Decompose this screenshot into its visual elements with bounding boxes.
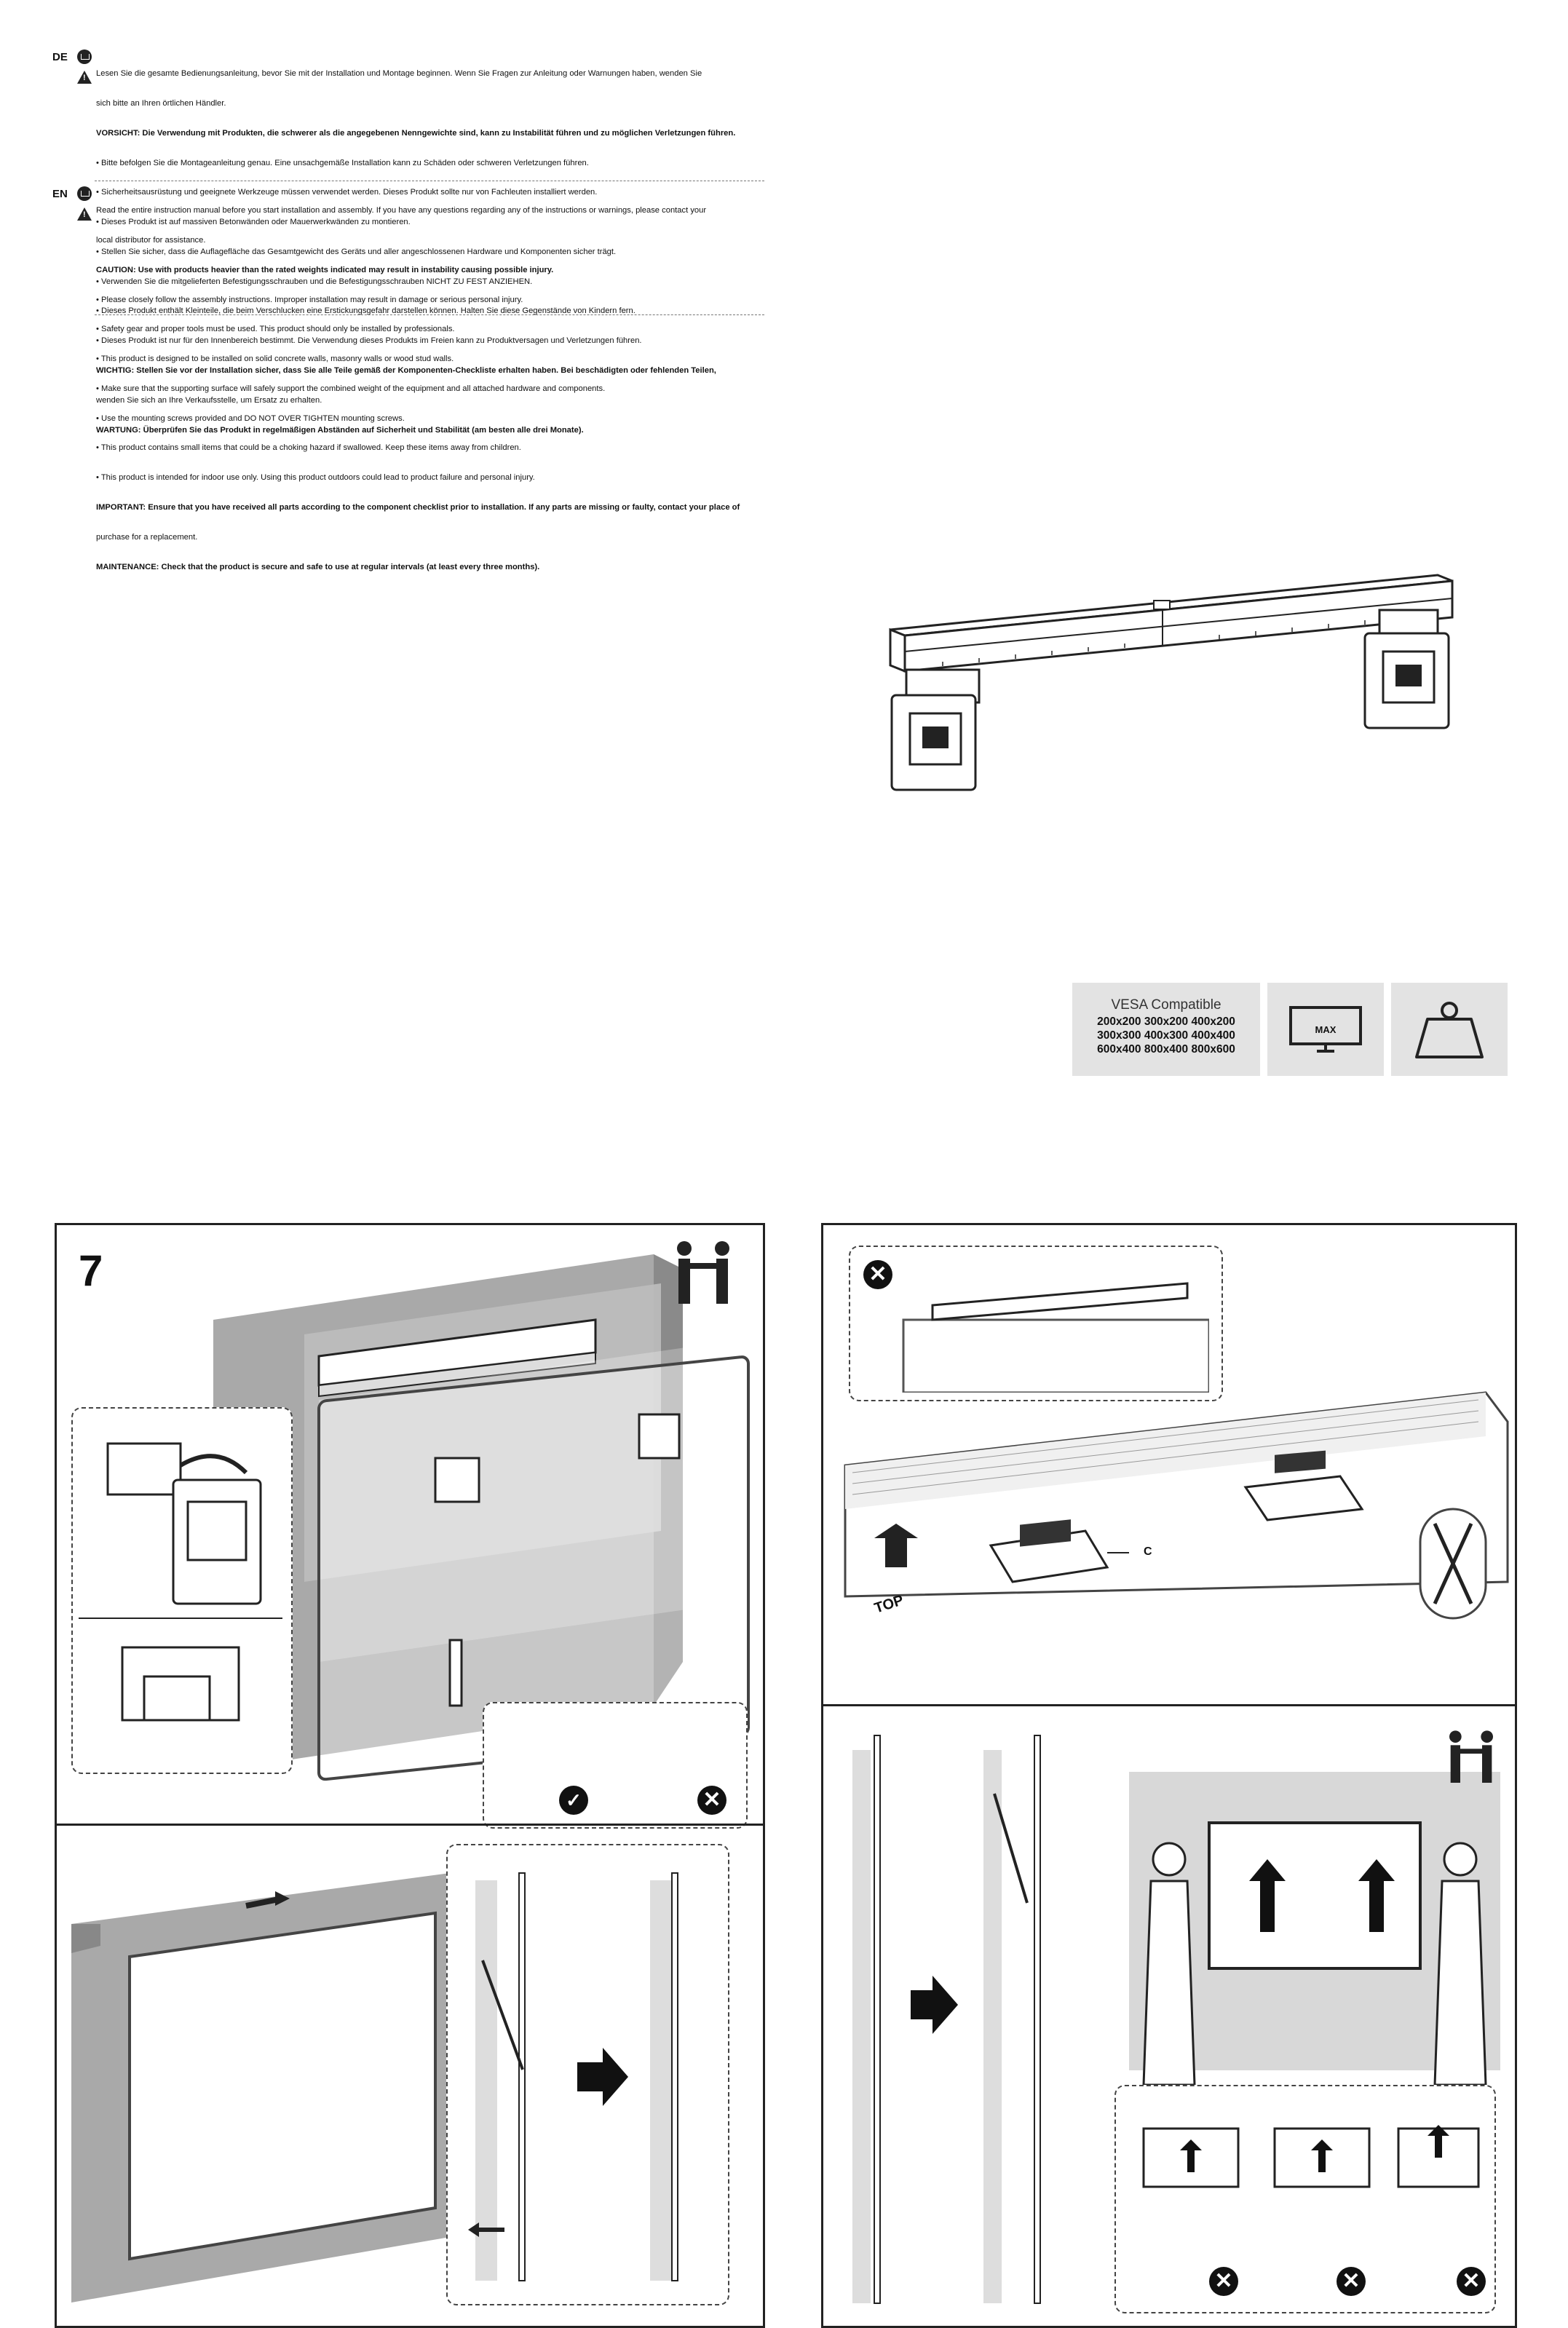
vesa-size-row: 600x400 800x400 800x600	[1097, 1043, 1235, 1056]
text-line: sich bitte an Ihren örtlichen Händler.	[96, 98, 226, 108]
panel-divider	[57, 1824, 763, 1826]
text-line: wenden Sie sich an Ihre Verkaufsstelle, …	[96, 395, 322, 405]
two-person-lift-illustration	[1142, 1821, 1487, 2085]
divider	[95, 314, 764, 315]
warnings-de-text: Lesen Sie die gesamte Bedienungsanleitun…	[96, 50, 795, 455]
tv-on-wall-scene	[71, 1873, 450, 2303]
wrong-cross-icon: ✕	[1457, 2267, 1486, 2296]
lift-tv-panel: ✕ ✕ ✕	[821, 1704, 1517, 2328]
text-line: Read the entire instruction manual befor…	[96, 206, 707, 215]
warning-icon	[77, 207, 92, 221]
wrong-orientation-bar	[902, 1282, 1209, 1393]
warnings-en-text: Read the entire instruction manual befor…	[96, 186, 795, 592]
tv-back-scene	[844, 1391, 1509, 1620]
text-line: • Verwenden Sie die mitgelieferten Befes…	[96, 277, 533, 286]
weight-icon	[1415, 1002, 1484, 1058]
text-line: • Dieses Produkt ist nur für den Innenbe…	[96, 336, 642, 346]
text-line: • This product is intended for indoor us…	[96, 473, 535, 483]
text-line: • Use the mounting screws provided and D…	[96, 413, 405, 423]
text-line: • Dieses Produkt ist auf massiven Betonw…	[96, 218, 411, 227]
text-line: Lesen Sie die gesamte Bedienungsanleitun…	[96, 69, 702, 79]
vesa-badge: VESA Compatible 200x200 300x200 400x200 …	[1072, 983, 1260, 1076]
vesa-sizes: 200x200 300x200 400x200 300x300 400x300 …	[1072, 1015, 1260, 1056]
lang-code-en: EN	[52, 188, 68, 200]
text-line: • Dieses Produkt enthält Kleinteile, die…	[96, 306, 635, 316]
text-line: • Safety gear and proper tools must be u…	[96, 325, 455, 334]
text-line: • Bitte befolgen Sie die Montageanleitun…	[96, 158, 589, 167]
max-label: MAX	[1315, 1024, 1337, 1035]
two-person-icon	[677, 1241, 729, 1304]
wrong-lift-examples	[1142, 2125, 1480, 2188]
text-line: WICHTIG: Stellen Sie vor der Installatio…	[96, 366, 716, 375]
text-line: local distributor for assistance.	[96, 235, 206, 245]
text-line: • Make sure that the supporting surface …	[96, 384, 606, 393]
warnings-en: EN Read the entire instruction manual be…	[52, 186, 766, 571]
step-number: 7	[79, 1246, 103, 1295]
two-person-icon	[1449, 1730, 1493, 1783]
text-line: • Sicherheitsausrüstung und geeignete We…	[96, 188, 598, 197]
warning-icon	[77, 71, 92, 84]
side-view-before-after	[852, 1735, 1041, 2304]
wall-mount-bracket-illustration	[889, 574, 1454, 791]
vesa-size-row: 200x200 300x200 400x200	[1097, 1015, 1235, 1028]
wrong-cross-icon: ✕	[863, 1260, 892, 1289]
text-line: WARTUNG: Überprüfen Sie das Produkt in r…	[96, 425, 584, 435]
read-manual-icon	[77, 186, 92, 201]
correct-check-icon: ✓	[559, 1786, 588, 1815]
tv-max-icon	[1289, 1006, 1362, 1053]
step-7-panel: 7 ✓ ✕	[55, 1223, 765, 2328]
wall-mount-scene	[213, 1254, 763, 1781]
max-weight-badge	[1391, 983, 1508, 1076]
wrong-cross-icon: ✕	[1209, 2267, 1238, 2296]
vesa-size-row: 300x300 400x300 400x400	[1097, 1029, 1235, 1042]
text-line: • Please closely follow the assembly ins…	[96, 295, 523, 304]
warnings-de: DE Lesen Sie die gesamte Bedienungsanlei…	[52, 50, 766, 435]
text-line: VORSICHT: Die Verwendung mit Produkten, …	[96, 128, 736, 138]
part-label-c: C	[1144, 1545, 1152, 1558]
max-screen-badge: MAX	[1267, 983, 1384, 1076]
wrong-lift-inset	[1114, 2085, 1496, 2313]
wrong-cross-icon: ✕	[1337, 2267, 1366, 2296]
bracket-hook-detail	[79, 1442, 282, 1722]
text-line: • This product is designed to be install…	[96, 355, 454, 364]
side-view-mounting	[468, 1872, 678, 2281]
text-line: purchase for a replacement.	[96, 532, 198, 542]
vesa-title: VESA Compatible	[1111, 997, 1221, 1013]
text-line: • This product contains small items that…	[96, 443, 521, 453]
text-line: IMPORTANT: Ensure that you have received…	[96, 503, 740, 512]
text-line: CAUTION: Use with products heavier than …	[96, 265, 554, 274]
lang-code-de: DE	[52, 51, 68, 63]
wrong-cross-icon: ✕	[697, 1786, 726, 1815]
read-manual-icon	[77, 50, 92, 64]
text-line: MAINTENANCE: Check that the product is s…	[96, 562, 540, 571]
text-line: • Stellen Sie sicher, dass die Auflagefl…	[96, 247, 617, 256]
tv-back-panel: ✕ C TOP	[821, 1223, 1517, 1711]
